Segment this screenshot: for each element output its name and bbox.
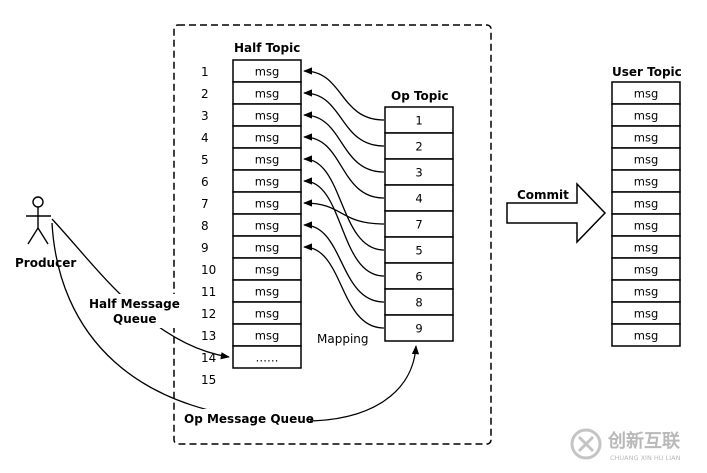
op-topic-cell-text: 7 — [415, 218, 422, 232]
half-topic-row-number: 2 — [201, 87, 209, 101]
mapping-arrow — [303, 133, 385, 199]
half-topic-cell-text: msg — [255, 87, 280, 101]
op-message-queue-label: Op Message Queue — [184, 412, 314, 426]
op-topic-cell-text: 3 — [415, 166, 422, 180]
user-topic-cell-text: msg — [634, 285, 659, 299]
op-topic-cell-text: 8 — [415, 296, 422, 310]
half-topic-row-number: 11 — [201, 285, 216, 299]
user-topic-cell-text: msg — [634, 263, 659, 277]
user-topic-cell-text: msg — [634, 131, 659, 145]
commit-label: Commit — [517, 188, 569, 202]
half-topic-cell-text: msg — [255, 263, 280, 277]
op-topic-cell-text: 5 — [415, 244, 422, 258]
user-topic-queue: msg msg msg msg msg msg msg msg msg msg msg msg — [611, 81, 681, 347]
mapping-arrow — [303, 89, 385, 147]
op-topic-cell — [384, 106, 454, 134]
user-topic-cell-text: msg — [634, 109, 659, 123]
op-message-queue-label-bg — [182, 409, 310, 426]
half-message-queue-label-1: Half Message — [89, 297, 180, 311]
half-topic-cell-text: msg — [255, 65, 280, 79]
mapping-arrow — [303, 155, 385, 251]
user-topic-cell-text: msg — [634, 219, 659, 233]
user-topic-cell-text: msg — [634, 175, 659, 189]
op-topic-cell — [384, 132, 454, 160]
mapping-arrow — [303, 199, 385, 225]
op-topic-cell — [384, 158, 454, 186]
user-topic-cell-text: msg — [634, 307, 659, 321]
user-topic-cell-text: msg — [634, 329, 659, 343]
op-topic-cell — [384, 262, 454, 290]
mapping-arrow — [303, 243, 385, 329]
half-topic-queue: msg msg msg msg msg msg msg msg msg msg msg msg msg …… — [232, 59, 302, 369]
half-topic-title: Half Topic — [234, 41, 300, 55]
half-topic-row-number: 4 — [201, 131, 209, 145]
user-topic-cell-text: msg — [634, 197, 659, 211]
commit-arrow — [506, 182, 607, 244]
half-topic-row-number: 12 — [201, 307, 216, 321]
half-topic-row-number: 9 — [201, 241, 209, 255]
half-topic-cell-text: msg — [255, 109, 280, 123]
half-topic-row-number: 14 — [201, 351, 216, 365]
half-topic-row-number: 8 — [201, 219, 209, 233]
half-topic-row-number: 5 — [201, 153, 209, 167]
half-topic-cell-text: msg — [255, 131, 280, 145]
user-topic-cell-text: msg — [634, 153, 659, 167]
half-topic-cell-text: msg — [255, 241, 280, 255]
mapping-arrow — [303, 177, 385, 277]
half-topic-cell — [232, 345, 302, 369]
half-topic-row-number: 13 — [201, 329, 216, 343]
op-topic-cell-text: 4 — [415, 192, 422, 206]
half-topic-row-number: 15 — [201, 373, 216, 387]
half-topic-row-number: 10 — [201, 263, 216, 277]
user-topic-title: User Topic — [612, 65, 682, 79]
op-topic-cell — [384, 210, 454, 238]
mapping-arrow — [303, 221, 385, 303]
op-topic-cell-text: 2 — [415, 140, 422, 154]
half-topic-cell-text: msg — [255, 153, 280, 167]
half-message-queue-label-2: Queue — [113, 312, 157, 326]
op-topic-cell-text: 1 — [415, 114, 422, 128]
half-topic-row-number: 1 — [201, 65, 209, 79]
op-topic-cell-text: 9 — [415, 322, 422, 336]
half-topic-cell-text: msg — [255, 285, 280, 299]
half-topic-cell-text: msg — [255, 219, 280, 233]
mapping-arrows — [303, 67, 385, 329]
op-topic-title: Op Topic — [391, 89, 449, 103]
mapping-arrow — [303, 67, 385, 121]
half-message-queue-label-bg — [88, 294, 180, 328]
producer-icon — [26, 196, 51, 245]
op-topic-cell — [384, 314, 454, 342]
half-topic-cell-text: msg — [255, 175, 280, 189]
producer-label: Producer — [15, 256, 76, 270]
watermark-logo: 创新互联 CHUANG XIN HU LIAN — [570, 428, 681, 462]
user-topic-cell-text: msg — [634, 241, 659, 255]
mapping-label: Mapping — [317, 332, 369, 346]
half-topic-cell-text: msg — [255, 329, 280, 343]
broker-boundary — [173, 24, 492, 445]
user-topic-cell — [611, 323, 681, 347]
op-topic-queue: 1 2 3 4 7 5 6 8 9 — [384, 106, 454, 342]
half-topic-cell-text: msg — [255, 197, 280, 211]
half-topic-row-number: 7 — [201, 197, 209, 211]
half-topic-cell-text: msg — [255, 307, 280, 321]
op-topic-cell — [384, 288, 454, 316]
half-topic-row-number: 6 — [201, 175, 209, 189]
mapping-arrow — [303, 111, 385, 173]
watermark-text: 创新互联 — [607, 430, 680, 452]
half-topic-cell-text: …… — [256, 351, 279, 365]
watermark-subtext: CHUANG XIN HU LIAN — [610, 454, 681, 462]
user-topic-cell-text: msg — [634, 87, 659, 101]
op-topic-cell-text: 6 — [415, 270, 422, 284]
half-topic-row-number: 3 — [201, 109, 209, 123]
